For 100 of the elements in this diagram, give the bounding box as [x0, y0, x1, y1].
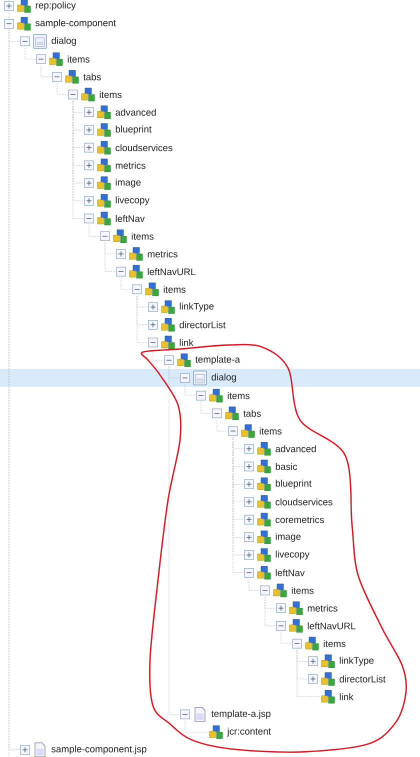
tree-item: rep:policy: [4, 0, 76, 13]
tree-connector: [168, 366, 181, 715]
node-label: cloudservices: [116, 144, 172, 152]
node-label: tabs: [243, 410, 261, 417]
node-label: leftNav: [116, 215, 145, 222]
tree-connector: [152, 348, 165, 360]
tree-connector: [184, 720, 209, 732]
tree-connector: [88, 224, 101, 237]
node-label: items: [132, 232, 154, 240]
tree-item: dialog: [20, 34, 76, 49]
node-label: rep:policy: [36, 2, 76, 10]
node-label: leftNavURL: [308, 622, 356, 630]
tree-item: tabs: [52, 70, 101, 84]
node-label: items: [164, 286, 186, 293]
node-label: tabs: [83, 73, 101, 80]
node-label: link: [340, 693, 354, 700]
tree-item: sample-component: [4, 17, 116, 30]
tree-item: metrics: [276, 601, 338, 615]
tree-item: link: [148, 336, 194, 350]
tree-connector: [8, 30, 21, 750]
tree-item: image: [244, 530, 301, 544]
tree-item: livecopy: [84, 194, 150, 208]
tree-item: advanced: [84, 106, 156, 119]
tree-item: items: [132, 282, 186, 296]
tree-item: items: [100, 230, 154, 243]
tree-connector: [136, 296, 149, 343]
node-label: linkType: [180, 302, 214, 312]
node-label: metrics: [116, 162, 146, 169]
node-label: template-a: [195, 356, 240, 365]
tree-item: directorList: [308, 672, 386, 686]
tree-item: blueprint: [84, 123, 152, 137]
tree-connector: [184, 384, 197, 396]
node-label: items: [292, 586, 314, 594]
tree-item: metrics: [84, 158, 146, 172]
node-label: items: [324, 640, 346, 648]
node-label: sample-component: [35, 19, 116, 28]
tree-connector: [248, 579, 261, 591]
node-label: cloudservices: [276, 498, 332, 506]
node-label: dialog: [212, 373, 236, 382]
tree-item: leftNav: [244, 566, 305, 580]
node-label: livecopy: [276, 550, 310, 560]
node-label: leftNavURL: [148, 268, 196, 276]
tree-item: template-a.jsp: [180, 707, 270, 722]
node-label: link: [180, 339, 194, 346]
node-label: template-a.jsp: [211, 710, 270, 719]
tree-item: items: [228, 424, 282, 438]
node-label: basic: [276, 462, 298, 470]
node-label: jcr:content: [226, 728, 271, 737]
tree-item: items: [260, 584, 314, 598]
node-label: blueprint: [276, 480, 312, 489]
tree-item: jcr:content: [209, 725, 271, 739]
tree-connector: [120, 278, 133, 290]
node-label: metrics: [148, 250, 178, 258]
tree-item: blueprint: [244, 477, 312, 491]
node-label: directorList: [180, 321, 226, 328]
tree-connector: [56, 83, 69, 95]
tree-item: image: [84, 176, 141, 190]
tree-item: advanced: [244, 442, 316, 456]
tree-connector: [264, 596, 277, 626]
tree-item: cloudservices: [84, 140, 172, 154]
tree-connector: [280, 632, 293, 644]
tree-item: leftNavURL: [116, 264, 196, 278]
tree-connector: [200, 402, 213, 414]
node-label: metrics: [308, 604, 338, 612]
tree-connector: [40, 66, 53, 78]
tree-item: items: [292, 636, 346, 650]
tree-item: cloudservices: [244, 495, 332, 509]
tree-item: items: [36, 52, 90, 66]
node-label: items: [260, 428, 282, 435]
tree-item: directorList: [148, 318, 226, 332]
node-label: sample-component.jsp: [51, 745, 146, 754]
tree-item: coremetrics: [244, 512, 324, 526]
tree-item: template-a: [164, 354, 240, 367]
node-label: advanced: [276, 445, 316, 452]
tree-item: linkType: [148, 300, 214, 314]
node-label: advanced: [116, 108, 156, 116]
tree-item: livecopy: [244, 548, 310, 562]
tree-item: leftNav: [84, 212, 145, 226]
node-label: image: [116, 178, 141, 188]
tree-item: items: [196, 388, 250, 402]
node-label: items: [68, 56, 90, 63]
tree-item: link: [321, 690, 354, 704]
tree-item: dialog: [180, 370, 236, 386]
node-label: blueprint: [116, 126, 152, 134]
node-label: livecopy: [116, 196, 150, 206]
tree-connector: [104, 242, 117, 272]
node-label: directorList: [340, 676, 386, 682]
node-label: linkType: [340, 656, 374, 666]
node-label: items: [100, 91, 122, 98]
tree-connector: [296, 650, 321, 697]
tree-item: tabs: [212, 406, 261, 420]
tree-item: metrics: [116, 247, 178, 261]
tree-item: leftNavURL: [276, 619, 356, 633]
node-label: leftNav: [276, 569, 305, 576]
node-label: items: [228, 392, 250, 400]
node-label: dialog: [52, 36, 76, 46]
tree-item: items: [68, 88, 122, 102]
tree-item: basic: [244, 460, 298, 474]
tree-connector: [216, 420, 229, 432]
node-label: coremetrics: [276, 516, 324, 524]
